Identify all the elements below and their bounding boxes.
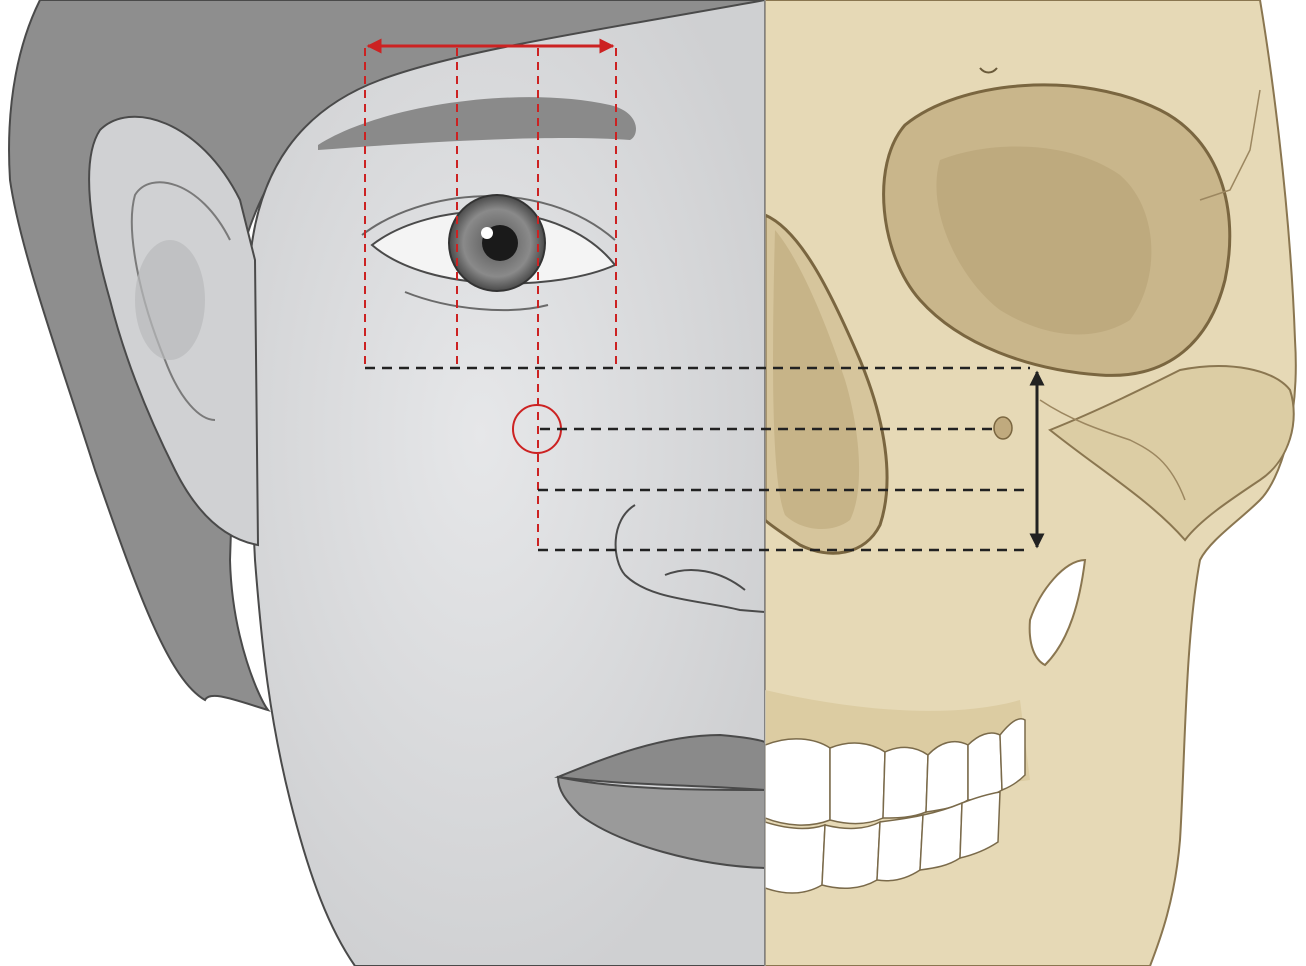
infraorbital-foramen — [994, 417, 1012, 439]
eye-highlight — [481, 227, 493, 239]
ear-shadow — [135, 240, 205, 360]
